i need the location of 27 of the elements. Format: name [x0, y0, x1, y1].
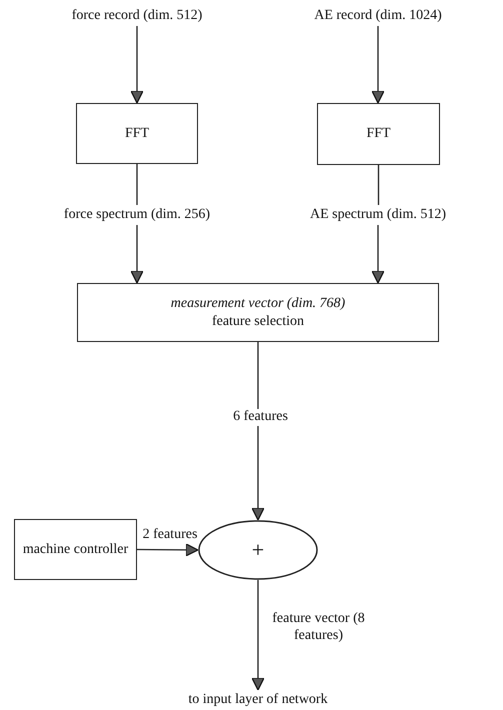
arrow [371, 225, 385, 284]
arrow [130, 26, 144, 104]
node-text: to input layer of network [188, 691, 328, 709]
node-text: FFT [124, 124, 150, 142]
node-text: measurement vector (dim. 768) [170, 295, 346, 312]
summing-ellipse [198, 520, 318, 580]
node-text: AE spectrum (dim. 512) [310, 206, 446, 224]
plus-sign: + [252, 536, 264, 564]
process-box [317, 103, 440, 165]
arrow [137, 543, 199, 556]
arrow [251, 342, 265, 521]
edge-label: feature vector (8 features) [271, 611, 366, 645]
node-text: FFT [366, 125, 391, 143]
process-box [76, 103, 198, 164]
connector-line [378, 165, 380, 205]
node-text: feature selection [212, 312, 304, 330]
edge-label: 2 features [142, 527, 198, 544]
arrow [130, 225, 144, 284]
connector-line [136, 164, 138, 205]
node-text: AE record (dim. 1024) [314, 7, 442, 25]
arrow [251, 580, 265, 691]
node-text: force spectrum (dim. 256) [64, 206, 210, 224]
node-text: machine controller [22, 540, 128, 558]
process-box [77, 283, 439, 342]
arrow [371, 26, 385, 104]
node-text: force record (dim. 512) [72, 7, 202, 25]
process-box [14, 519, 137, 580]
